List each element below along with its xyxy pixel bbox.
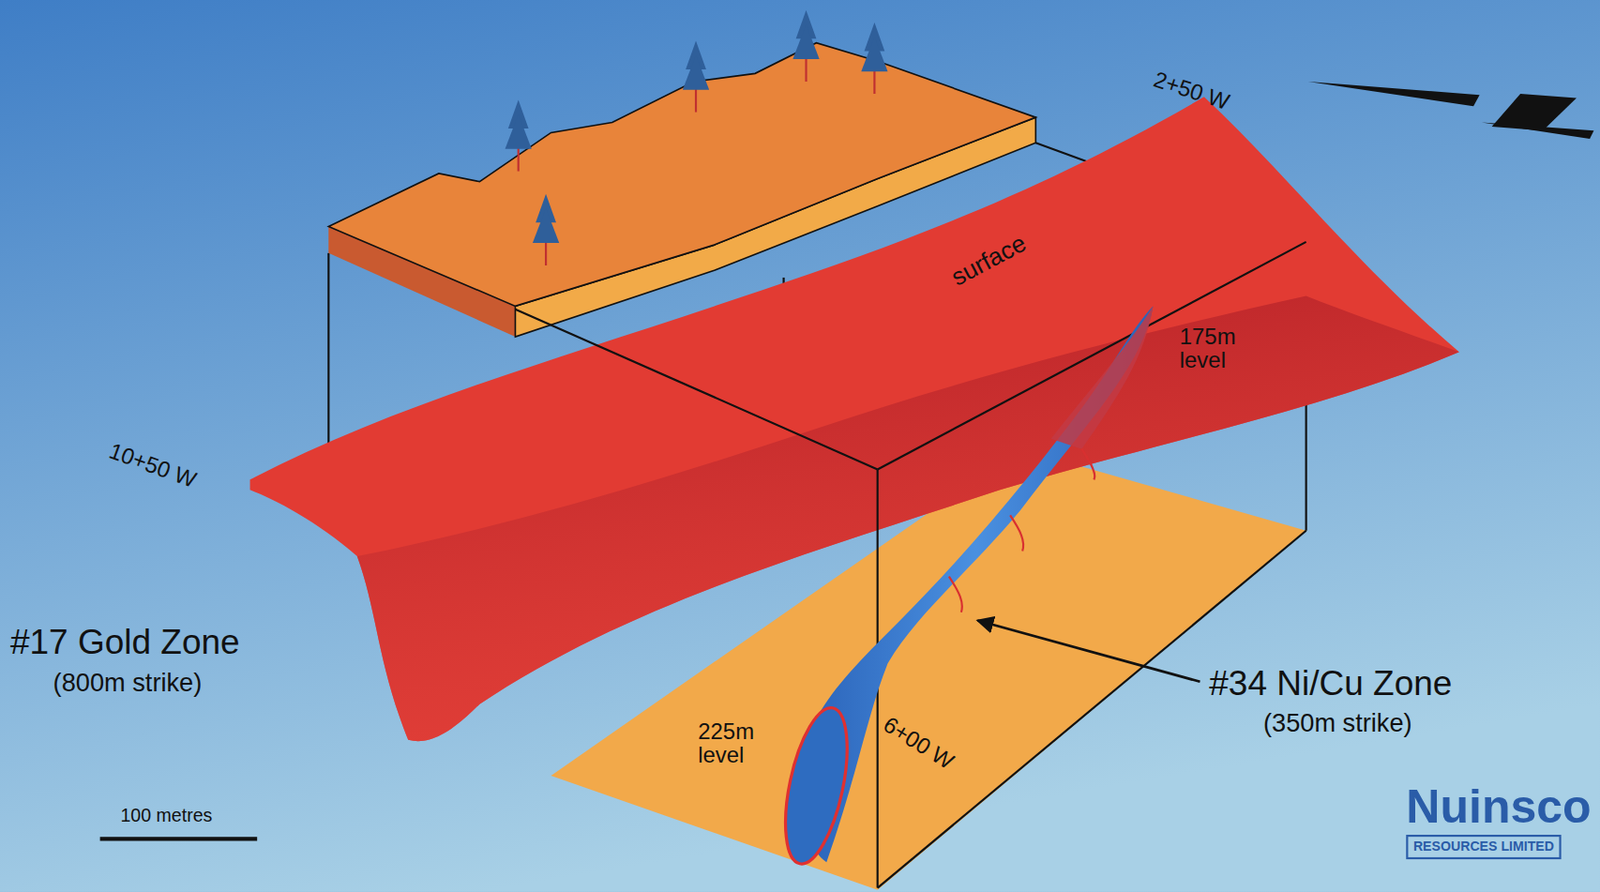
level-label: 225m level	[697, 719, 771, 767]
scale-bar	[100, 836, 258, 841]
block-wireframe-front	[514, 241, 1306, 889]
logo-text: Nuinsco	[1405, 781, 1591, 831]
station-label: 10+50 W	[105, 438, 199, 493]
leader-arrow	[977, 620, 1200, 682]
gold-zone-band	[250, 96, 1460, 741]
zone-strike: (350m strike)	[1263, 709, 1413, 737]
station-label: 2+50 W	[1150, 67, 1233, 115]
zone-title: #17 Gold Zone	[10, 624, 241, 662]
surface-label: surface	[947, 229, 1030, 290]
zone-title: #34 Ni/Cu Zone	[1208, 664, 1452, 702]
logo-frame	[1406, 835, 1560, 859]
scale-label: 100 metres	[120, 806, 212, 827]
north-arrow	[1308, 81, 1595, 139]
level-label: 175m level	[1179, 324, 1262, 372]
logo-subtext: RESOURCES LIMITED	[1413, 839, 1555, 854]
zone-strike: (800m strike)	[53, 668, 203, 696]
nicu-zone-body	[773, 305, 1153, 869]
station-label: 6+00 W	[879, 711, 959, 773]
